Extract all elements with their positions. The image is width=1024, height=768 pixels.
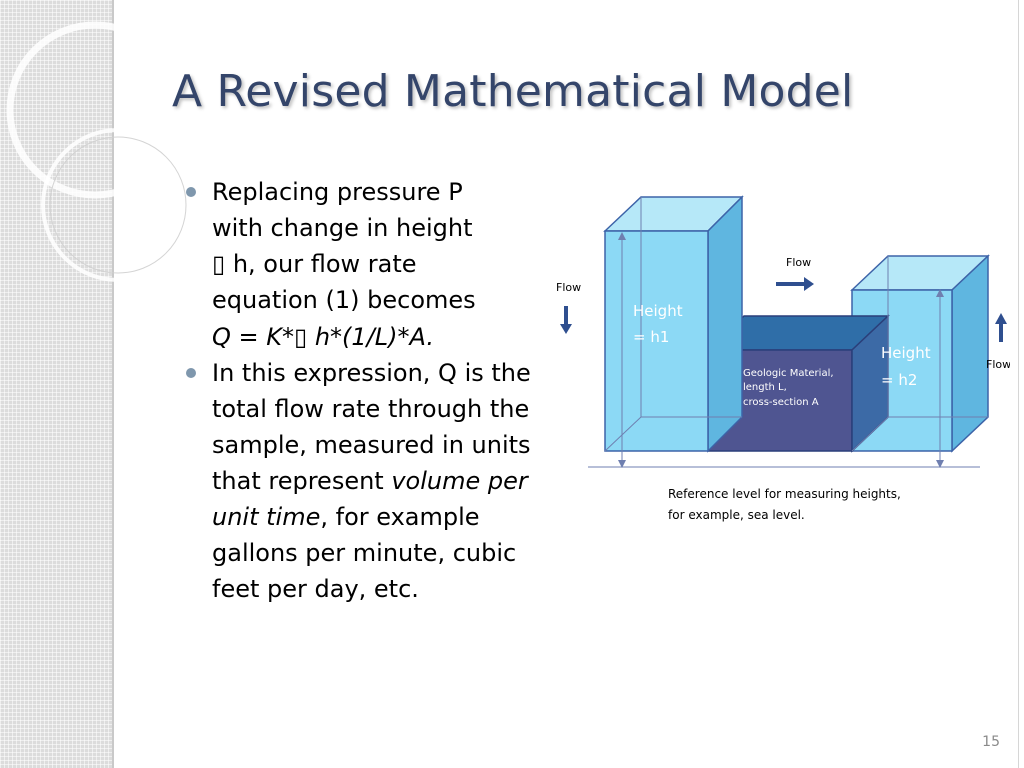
- left-height-label-2: = h1: [633, 328, 669, 346]
- reference-caption-2: for example, sea level.: [668, 508, 805, 522]
- right-height-label-1: Height: [881, 344, 931, 362]
- bullet-2-text-italic: volume per unit time: [212, 467, 528, 531]
- slide-title: A Revised Mathematical Model: [172, 66, 854, 117]
- bullet-item-1: Replacing pressure P with change in heig…: [186, 174, 566, 355]
- bullet-2-text-start: In this expression, Q is the total flow …: [212, 359, 531, 495]
- bullet-1-formula: Q = K*▯ h*(1/L)*A.: [212, 319, 566, 355]
- flow-label-right: Flow: [986, 358, 1010, 371]
- decorative-right-rule: [1018, 0, 1019, 768]
- material-label-2: length L,: [743, 382, 787, 393]
- material-label-1: Geologic Material,: [743, 368, 834, 379]
- bullet-item-2: In this expression, Q is the total flow …: [186, 355, 566, 607]
- bullet-1-line-3: ▯ h, our flow rate: [212, 250, 417, 278]
- bullet-2-text: In this expression, Q is the total flow …: [212, 355, 566, 607]
- bullet-1-line-2: with change in height: [212, 214, 473, 242]
- bullet-list: Replacing pressure P with change in heig…: [186, 174, 566, 607]
- bullet-dot-icon: [186, 187, 196, 197]
- reference-caption-1: Reference level for measuring heights,: [668, 487, 901, 501]
- left-height-label-1: Height: [633, 302, 683, 320]
- bullet-1-line-4: equation (1) becomes: [212, 286, 476, 314]
- flow-right-arrow-icon: [776, 277, 814, 291]
- material-label-3: cross-section A: [743, 397, 819, 408]
- flow-diagram: Flow Flow Flow Height = h1 Height = h2 G…: [556, 195, 1010, 522]
- flow-up-arrow-icon: [995, 313, 1007, 342]
- flow-down-arrow-icon: [560, 306, 572, 334]
- formula-text: Q = K*▯ h*(1/L)*A.: [212, 323, 434, 351]
- decorative-left-band: [0, 0, 112, 768]
- bullet-dot-icon: [186, 368, 196, 378]
- left-water-column: [603, 195, 744, 453]
- flow-label-top: Flow: [786, 256, 811, 269]
- decorative-band-edge: [112, 0, 114, 768]
- bullet-2-text-end: , for example gallons per minute, cubic …: [212, 503, 517, 603]
- flow-label-left: Flow: [556, 281, 581, 294]
- page-number: 15: [982, 734, 1000, 750]
- bullet-1-line-1: Replacing pressure P: [212, 178, 463, 206]
- decorative-circles: [6, 21, 195, 282]
- right-height-label-2: = h2: [881, 371, 917, 389]
